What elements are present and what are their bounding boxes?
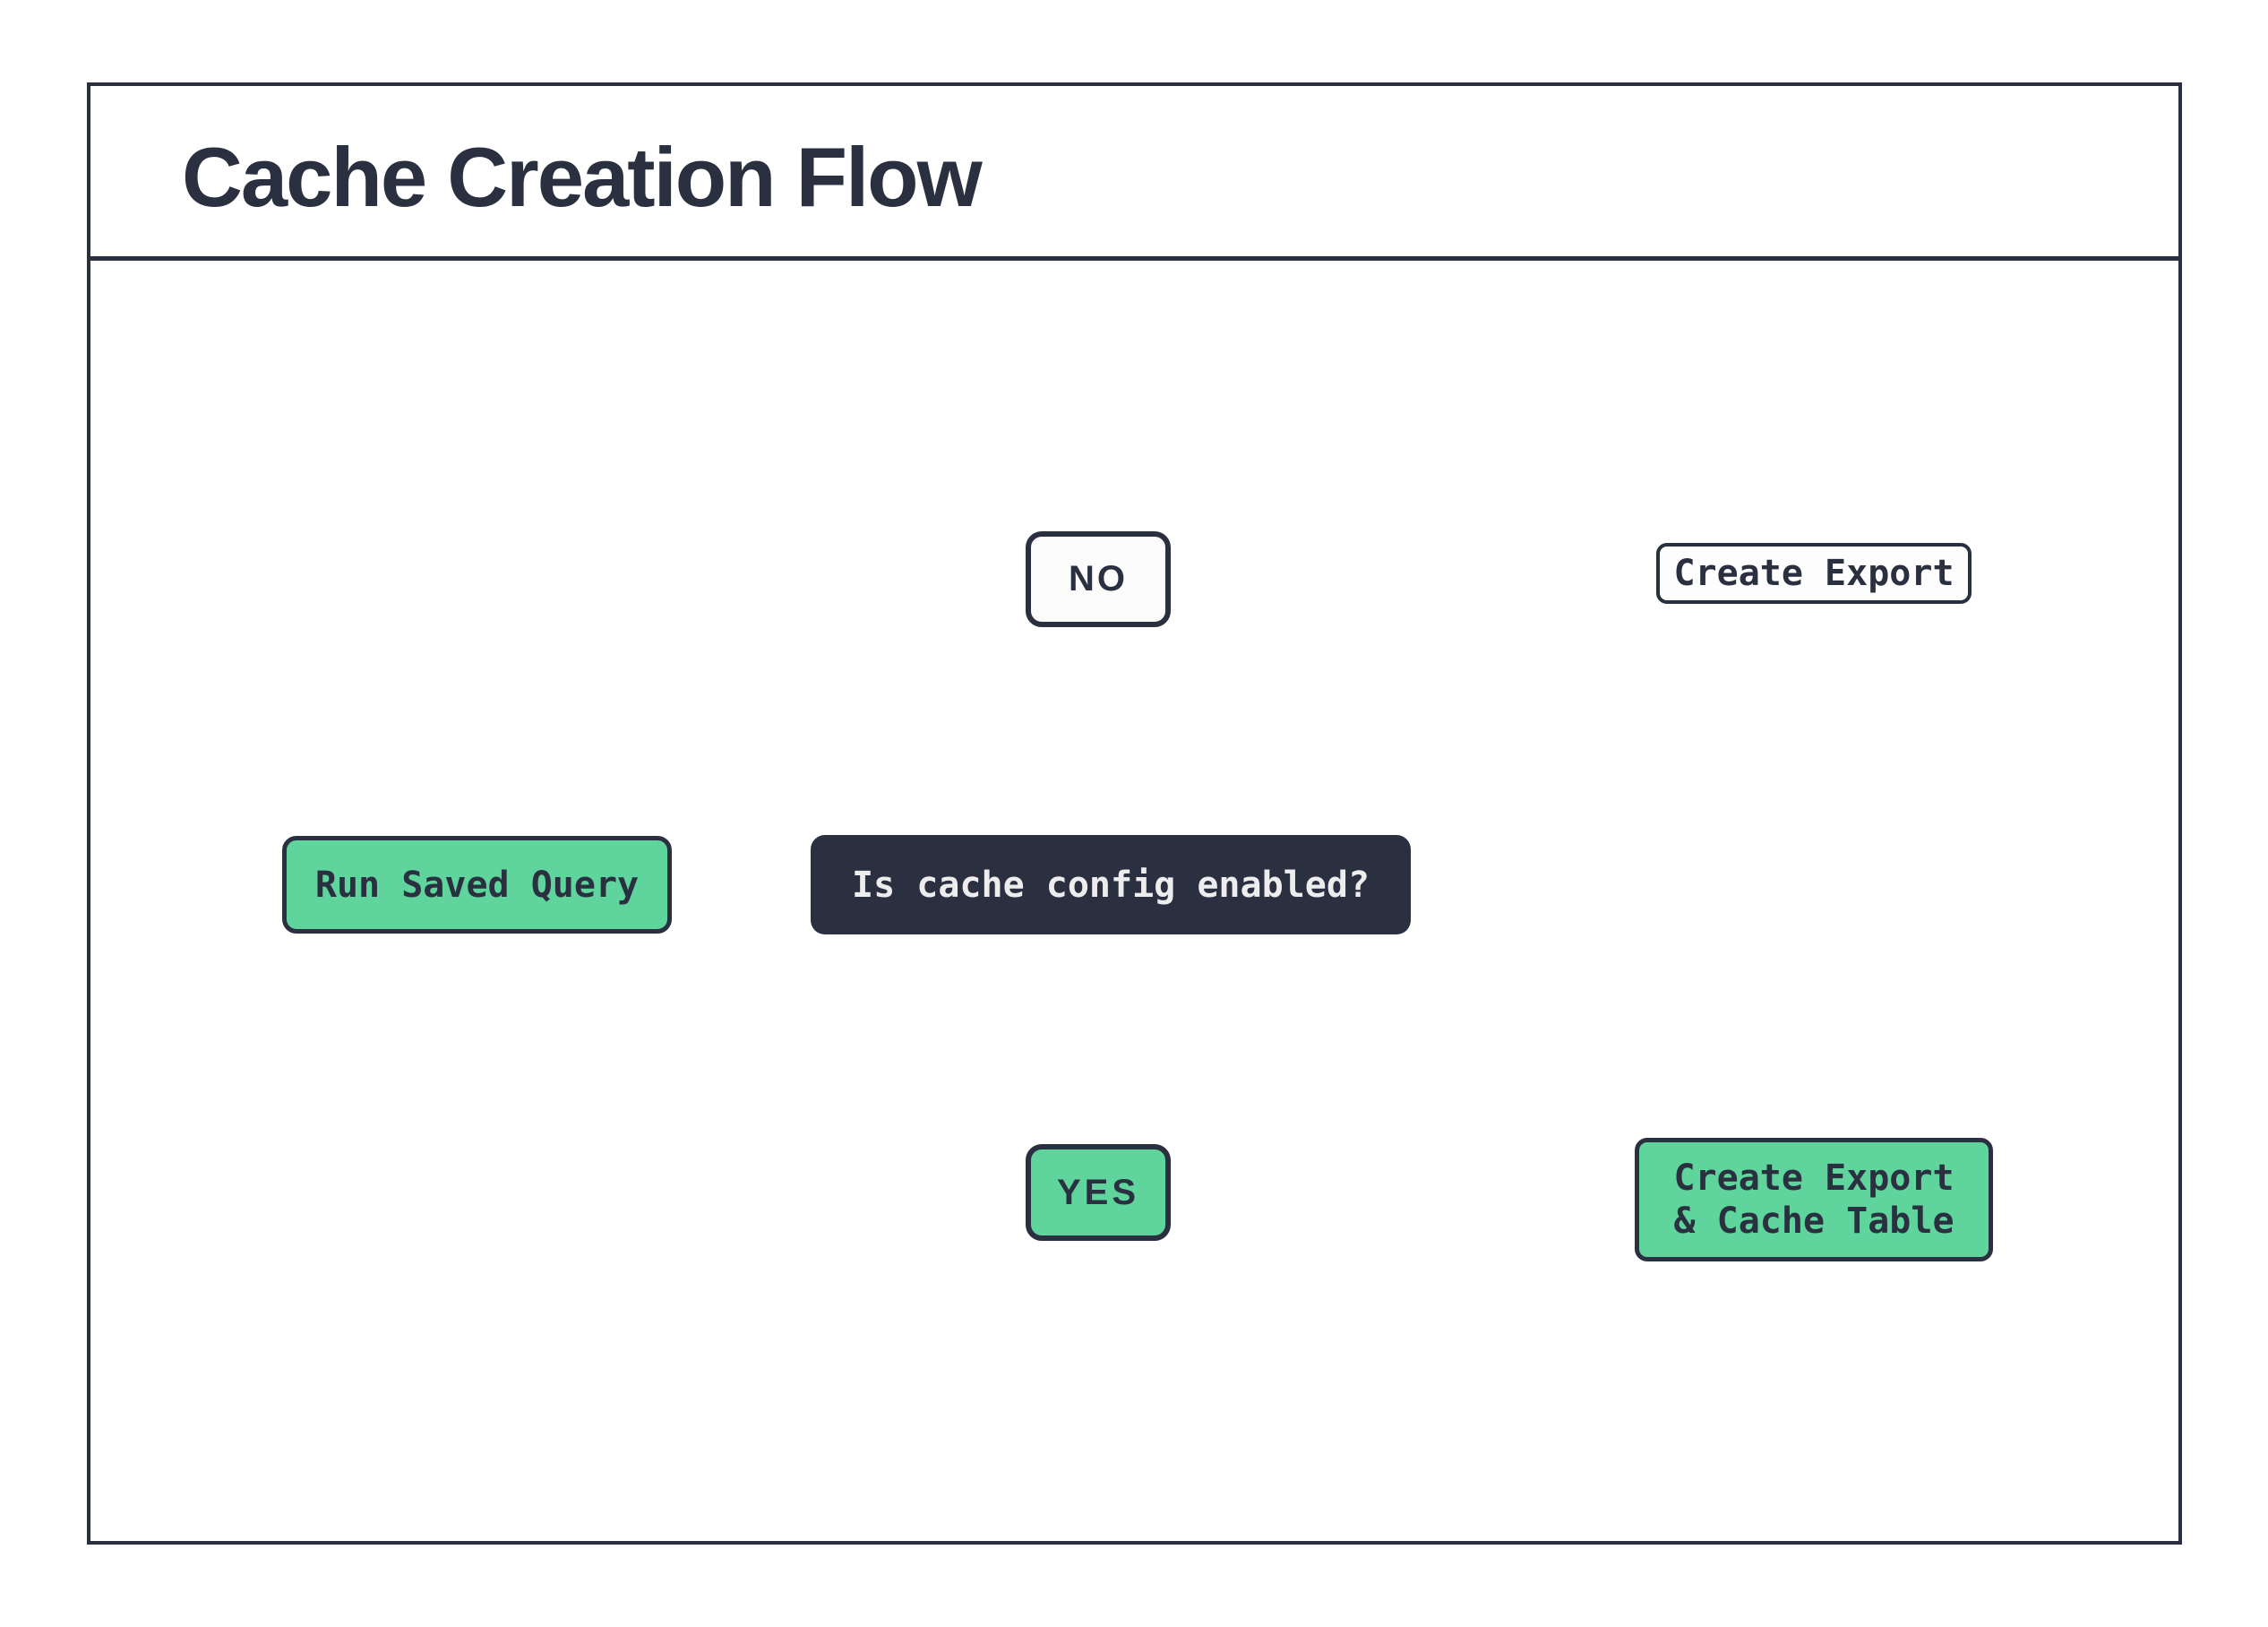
node-decision-cache-config: Is cache config enabled? [811,835,1411,934]
label-line-2: & Cache Table [1673,1201,1954,1242]
label-line-1: Create Export [1673,1158,1954,1199]
diagram-frame: Cache Creation Flow [87,82,2182,1545]
node-run-saved-query: Run Saved Query [282,836,672,934]
node-branch-no: NO [1026,531,1171,627]
node-branch-yes: YES [1026,1144,1171,1241]
page-title: Cache Creation Flow [182,130,983,224]
title-bar: Cache Creation Flow [90,86,2178,261]
label-create-export-cache-table: Create Export & Cache Table [1635,1138,1993,1261]
label-create-export: Create Export [1656,543,1972,604]
